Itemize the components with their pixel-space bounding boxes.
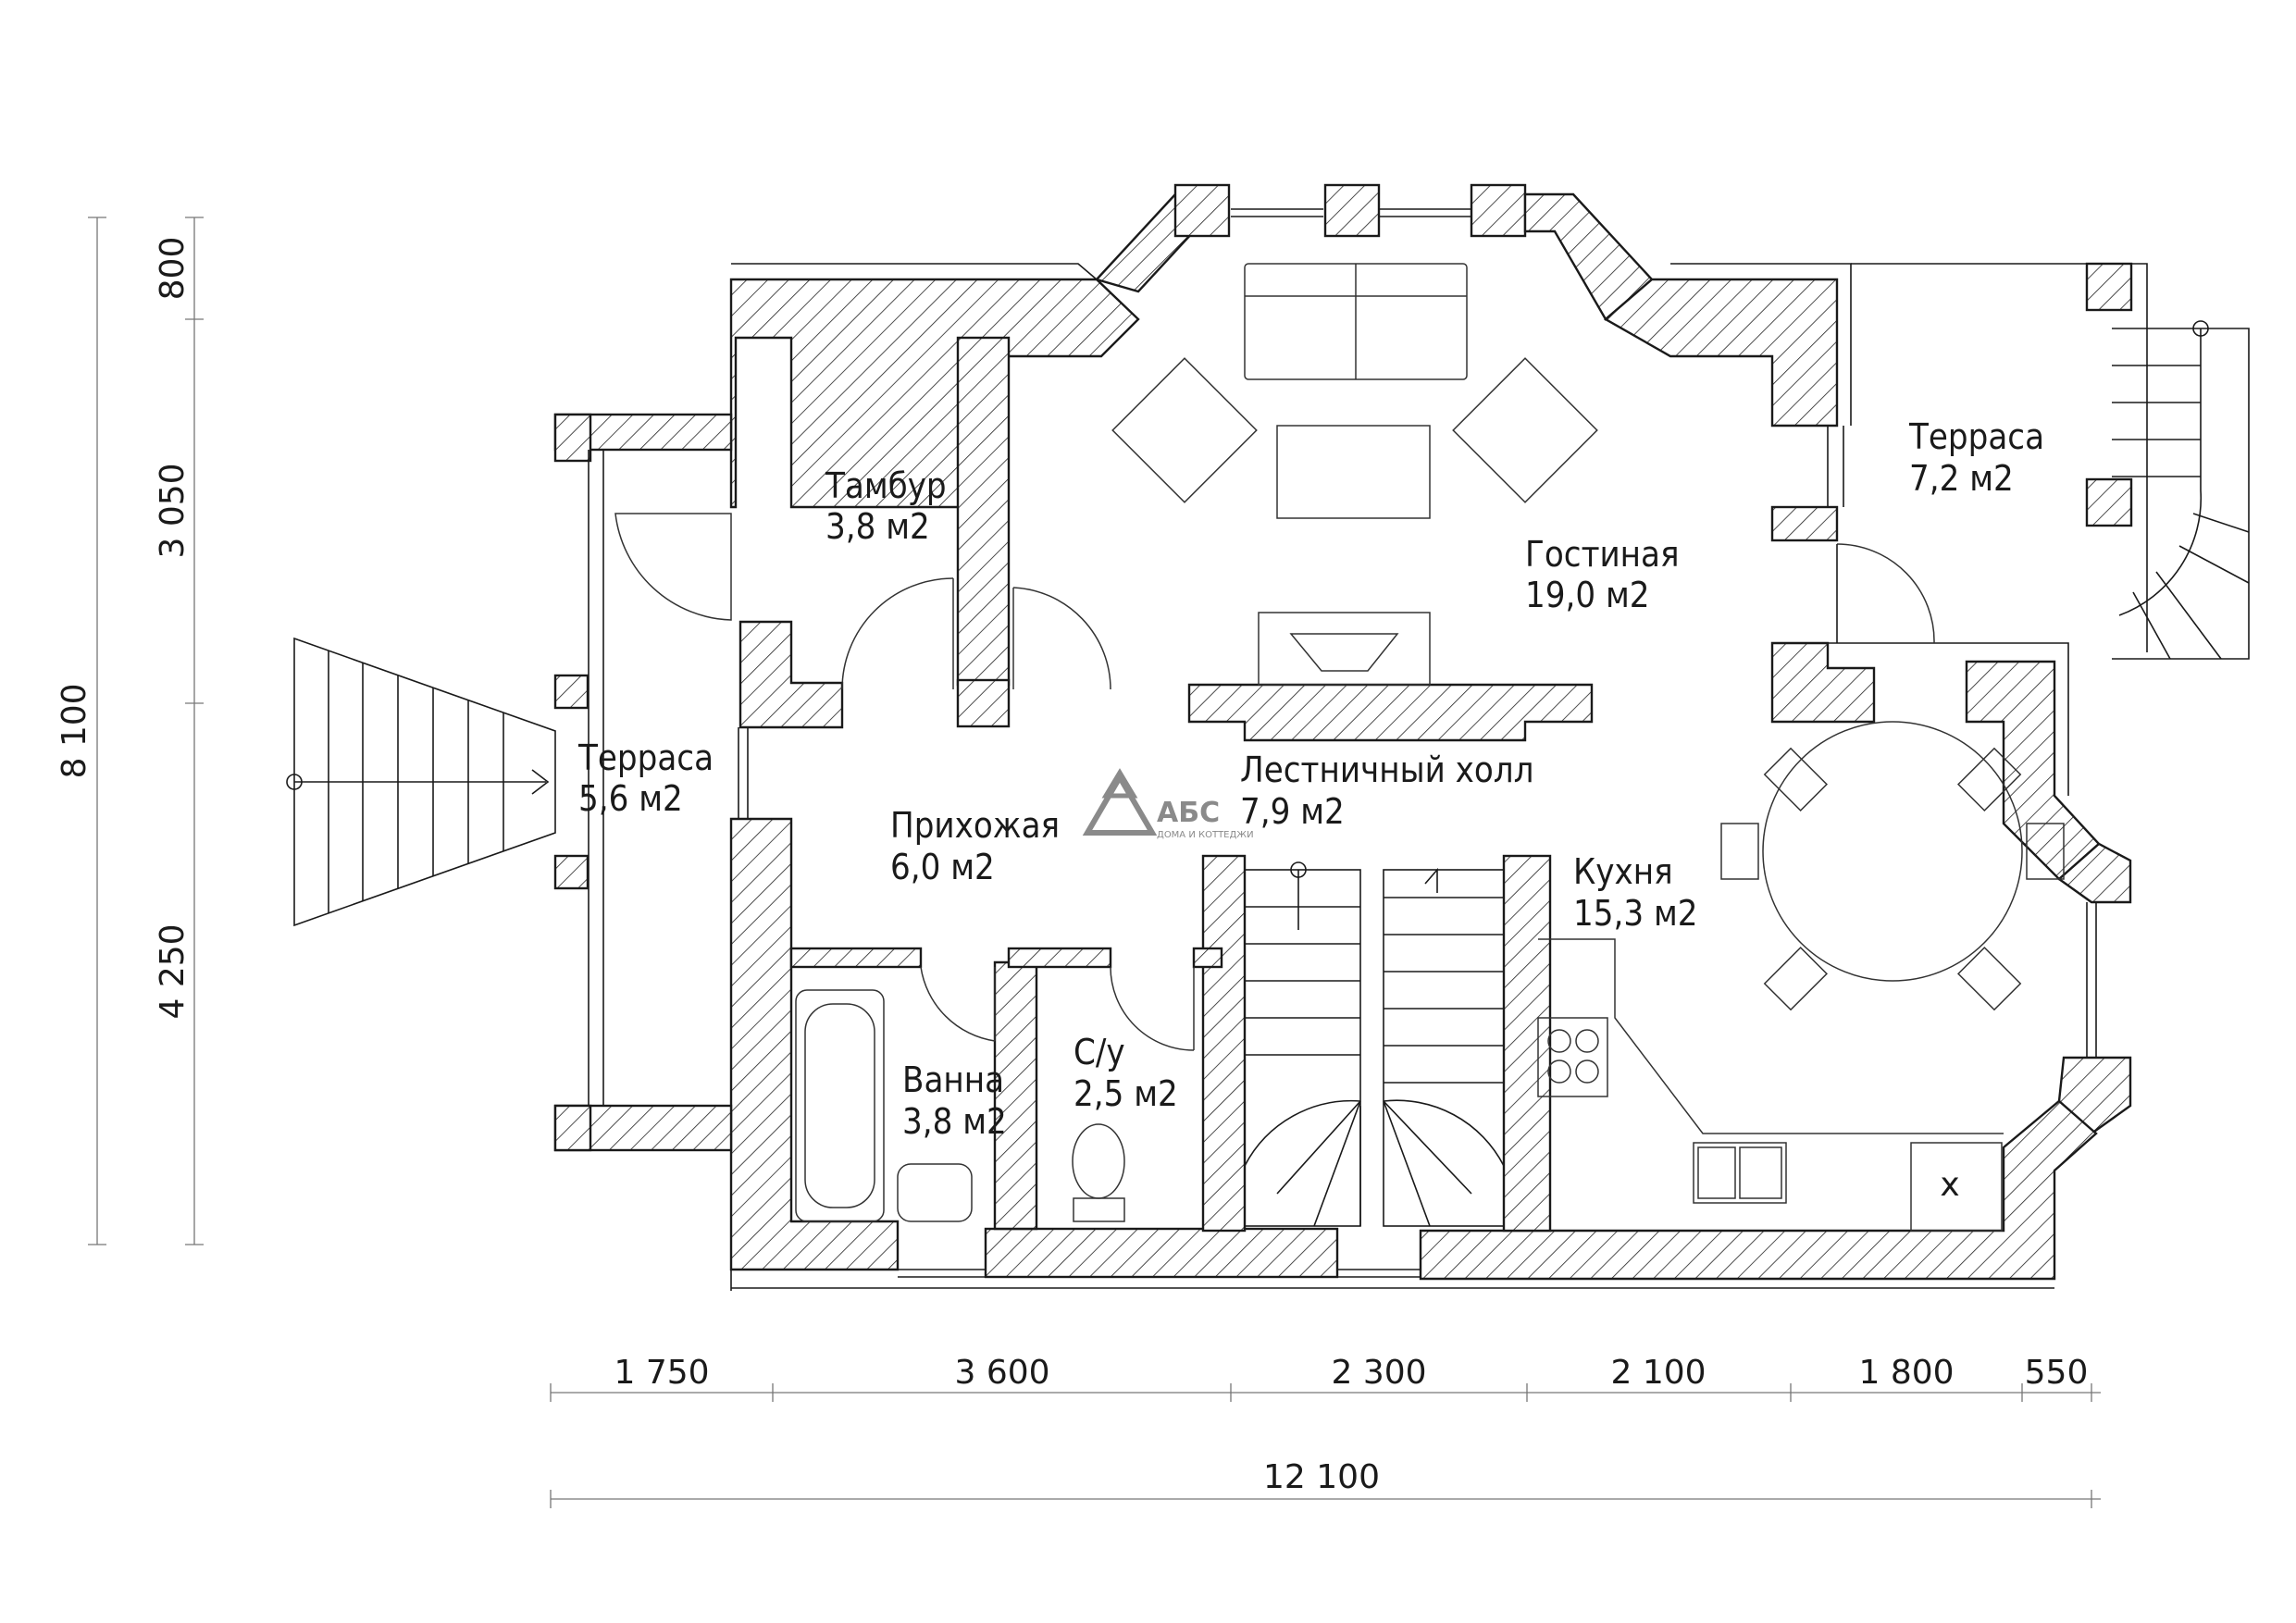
armchair — [1111, 357, 1258, 503]
outlines — [588, 263, 2148, 1291]
toilet — [1072, 1123, 1125, 1199]
terrace-post — [553, 854, 590, 890]
windows — [738, 208, 2097, 1278]
room-su-area: 2,5 м2 — [1074, 1073, 1178, 1114]
living-furniture — [1111, 263, 1598, 686]
dim-bottom-4: 2 100 — [1610, 1354, 1706, 1392]
svg-text:x: x — [1940, 1166, 1959, 1204]
chair — [1763, 946, 1829, 1011]
entrance-stairs — [286, 637, 556, 927]
kitchen-counter — [1538, 938, 2004, 1134]
wall-bath-top — [789, 947, 923, 969]
toilet-tank — [1073, 1197, 1125, 1222]
room-hall-name: Лестничный холл — [1240, 750, 1534, 790]
room-tambur-area: 3,8 м2 — [825, 506, 930, 547]
door-living — [1012, 587, 1111, 690]
room-gostinaya-name: Гостиная — [1525, 534, 1680, 575]
wall-bay-post-mid — [1323, 183, 1381, 238]
wall-kitchen-left-top — [1770, 641, 1876, 724]
dimension-labels: 1 750 3 600 2 300 2 100 1 800 550 12 100… — [56, 237, 2088, 1496]
dining-table — [1762, 721, 2023, 982]
washbasin — [897, 1163, 973, 1222]
logo-name: АБС — [1157, 797, 1220, 829]
room-prihozhaya-area: 6,0 м2 — [890, 847, 995, 887]
bathtub — [795, 989, 885, 1222]
armchair — [1452, 357, 1598, 503]
chair — [1956, 946, 2022, 1011]
wall-right-post — [1770, 505, 1839, 542]
wall-bottom-mid — [984, 1227, 1339, 1279]
dim-bottom-5: 1 800 — [1858, 1354, 1954, 1392]
bath-furniture — [795, 989, 1125, 1222]
chair — [1956, 747, 2022, 812]
chair — [1763, 747, 1829, 812]
door-terrace-right — [1836, 543, 1935, 644]
kitchen-furniture: x — [1537, 721, 2065, 1232]
interior-stairs — [1244, 861, 1505, 1227]
walls — [553, 183, 2132, 1281]
door-bath — [920, 966, 996, 1042]
terrace-right-post — [2085, 262, 2133, 312]
room-vanna-area: 3,8 м2 — [902, 1101, 1007, 1142]
coffee-table — [1276, 425, 1431, 519]
sink — [1693, 1142, 1787, 1204]
room-terrace-left-name: Терраса — [577, 737, 714, 778]
terrace-post — [553, 674, 590, 710]
dim-left-total: 8 100 — [56, 683, 93, 778]
wall-bay-post-left — [1173, 183, 1231, 238]
room-terrace-right-area: 7,2 м2 — [1909, 458, 2014, 499]
room-kuhnya-area: 15,3 м2 — [1573, 893, 1697, 934]
wall-kitchen-right-upper — [1965, 660, 2101, 881]
room-gostinaya-area: 19,0 м2 — [1525, 575, 1649, 615]
wall-bay-post-right — [1470, 183, 1527, 238]
dim-left-2: 3 050 — [154, 463, 192, 558]
dim-bottom-2: 3 600 — [954, 1354, 1049, 1392]
wall-su-stub — [1192, 947, 1223, 969]
chair — [2026, 823, 2065, 880]
wall-stair-right — [1502, 854, 1552, 1233]
wall-left-top-post — [553, 413, 592, 463]
room-terrace-left-area: 5,6 м2 — [578, 778, 683, 819]
wall-kitchen-bay-low — [2057, 1056, 2132, 1135]
dim-total: 12 100 — [1263, 1458, 1380, 1496]
room-terrace-right-name: Терраса — [1908, 416, 2044, 457]
wall-stair-left — [1201, 854, 1247, 1233]
room-prihozhaya-name: Прихожая — [890, 805, 1060, 846]
terrace-right-stairs — [2085, 262, 2250, 660]
abs-logo: АБС ДОМА И КОТТЕДЖИ — [1082, 768, 1254, 840]
wall-kitchen-bay-mid — [2057, 842, 2132, 904]
chair — [1720, 823, 1759, 880]
dim-bottom-3: 2 300 — [1331, 1354, 1426, 1392]
room-hall-area: 7,9 м2 — [1240, 791, 1345, 832]
dim-left-3: 4 250 — [154, 923, 192, 1019]
door-entrance — [614, 513, 732, 621]
wall-left-lower — [729, 817, 900, 1271]
wall-left-bottom-post — [553, 1104, 592, 1152]
wall-kitchen-right-lower — [1419, 1099, 2098, 1281]
room-tambur-name: Тамбур — [825, 465, 947, 506]
cooktop — [1537, 1017, 1608, 1097]
fridge — [1910, 1142, 2003, 1232]
room-kuhnya-name: Кухня — [1573, 851, 1673, 892]
room-labels: Тамбур 3,8 м2 Гостиная 19,0 м2 Терраса 7… — [577, 416, 2044, 1142]
dim-left-1: 800 — [154, 237, 192, 301]
dim-bottom-6: 550 — [2025, 1354, 2089, 1392]
door-su — [1110, 966, 1195, 1051]
wall-tambur-stub — [956, 678, 1011, 728]
room-su-name: С/у — [1074, 1032, 1125, 1072]
fireplace — [1258, 612, 1431, 686]
doors — [614, 513, 1935, 1051]
terrace-right-post — [2085, 477, 2133, 527]
logo-tagline: ДОМА И КОТТЕДЖИ — [1157, 830, 1254, 840]
dimension-lines — [88, 217, 2101, 1508]
room-vanna-name: Ванна — [902, 1059, 1004, 1100]
wall-fireplace — [1187, 683, 1594, 742]
wall-su-top — [1007, 947, 1112, 969]
dim-bottom-1: 1 750 — [614, 1354, 709, 1392]
wall-top-right — [1603, 278, 1839, 427]
door-tambur — [841, 577, 954, 690]
wall-left-middle — [738, 620, 844, 729]
wall-tambur-right — [956, 336, 1011, 687]
